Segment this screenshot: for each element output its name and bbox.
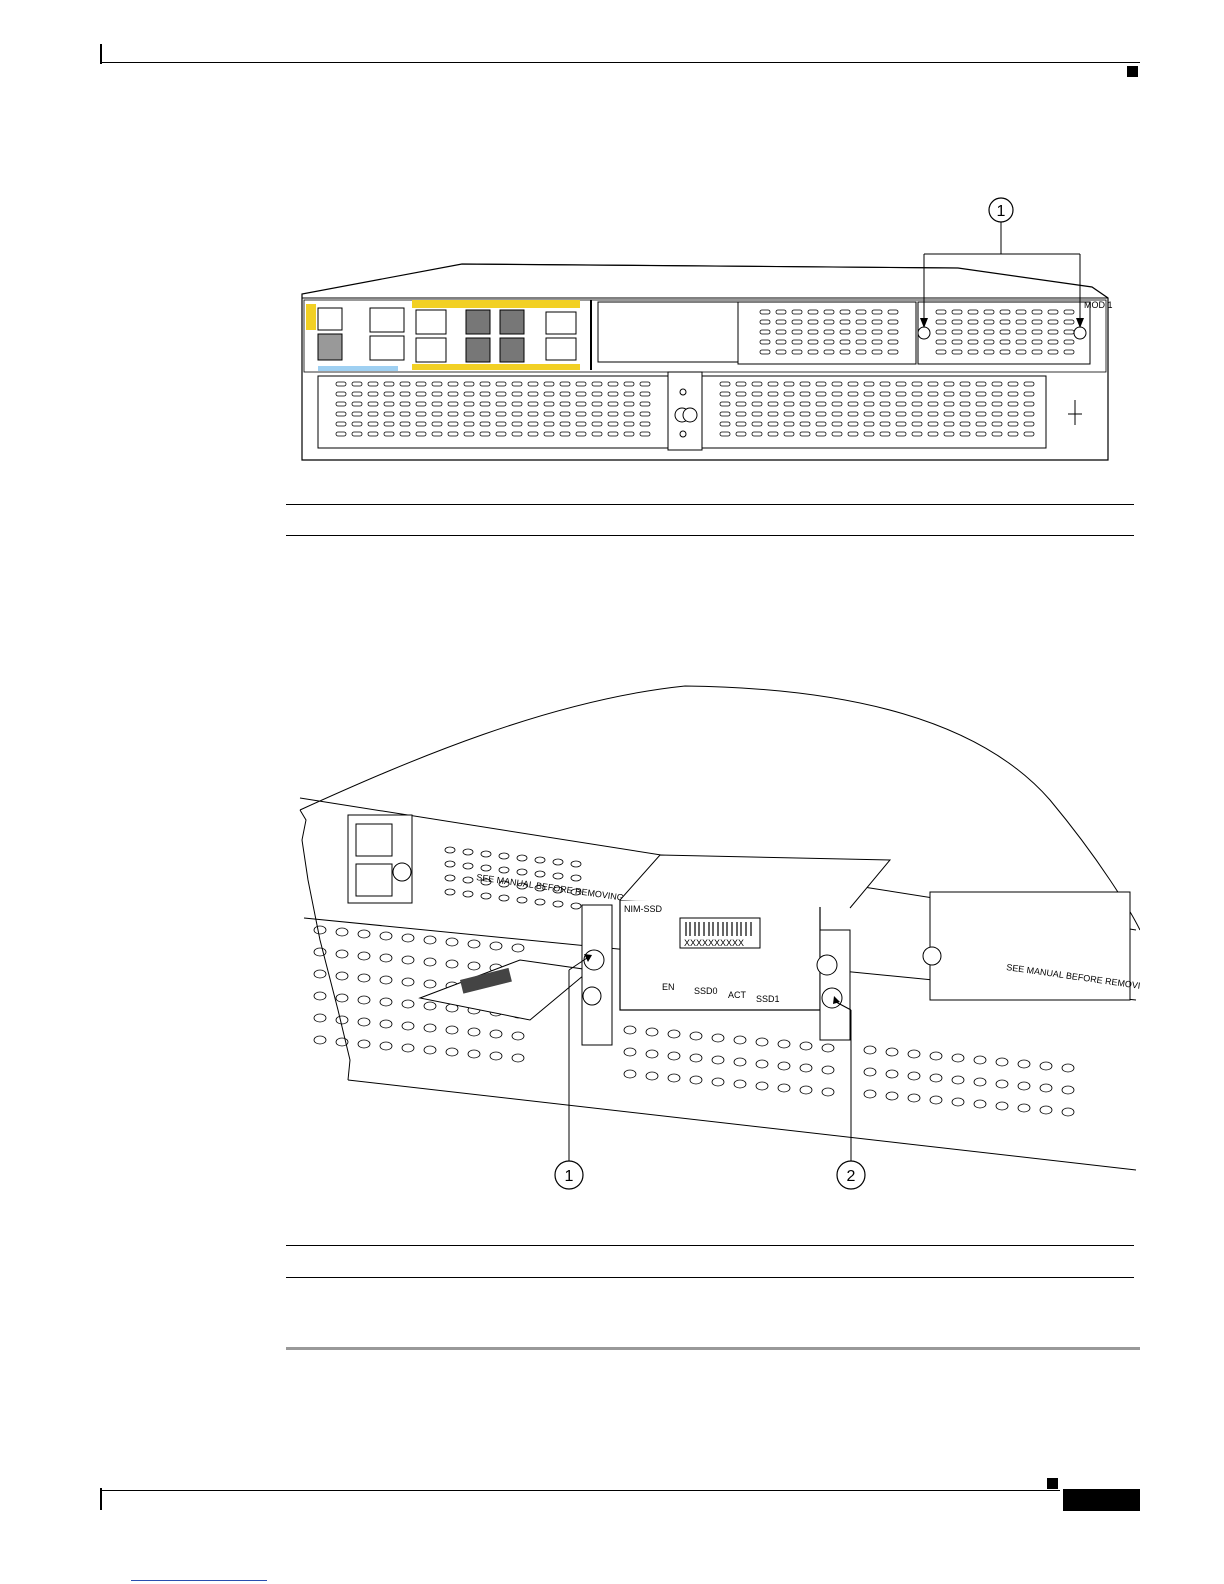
- footer-left-tick: [100, 1488, 102, 1510]
- callout-1-fig1: 1: [997, 203, 1006, 220]
- mod-label: MOD 1: [1084, 300, 1113, 310]
- callout-2-fig2: 2: [847, 1168, 856, 1185]
- router-front-figure: MOD 1 1: [290, 190, 1120, 465]
- led-ssd0: SSD0: [694, 986, 718, 996]
- led-ssd1: SSD1: [756, 994, 780, 1004]
- nim-ssd-figure: SEE MANUAL BEFORE REMOVING XXXXXXXXXX NI…: [290, 680, 1140, 1200]
- callout-1-fig2: 1: [565, 1168, 574, 1185]
- module-name: NIM-SSD: [624, 904, 663, 914]
- fig2-rule-bottom: [286, 1277, 1134, 1278]
- led-en: EN: [662, 982, 675, 992]
- fig1-rule-bottom: [286, 535, 1134, 536]
- header-left-tick: [100, 44, 102, 64]
- fig1-rule-top: [286, 504, 1134, 505]
- page-number-tab: [1063, 1489, 1140, 1511]
- section-end-rule: [286, 1347, 1140, 1350]
- header-marker: [1127, 66, 1138, 77]
- footer-marker: [1047, 1478, 1058, 1489]
- barcode: XXXXXXXXXX: [684, 938, 744, 948]
- led-act: ACT: [728, 990, 747, 1000]
- fig2-rule-top: [286, 1245, 1134, 1246]
- footer-link-underline[interactable]: [131, 1580, 267, 1581]
- left-warning: SEE MANUAL BEFORE REMOVING: [476, 872, 625, 903]
- footer-rule: [100, 1490, 1060, 1491]
- header-rule: [100, 62, 1140, 63]
